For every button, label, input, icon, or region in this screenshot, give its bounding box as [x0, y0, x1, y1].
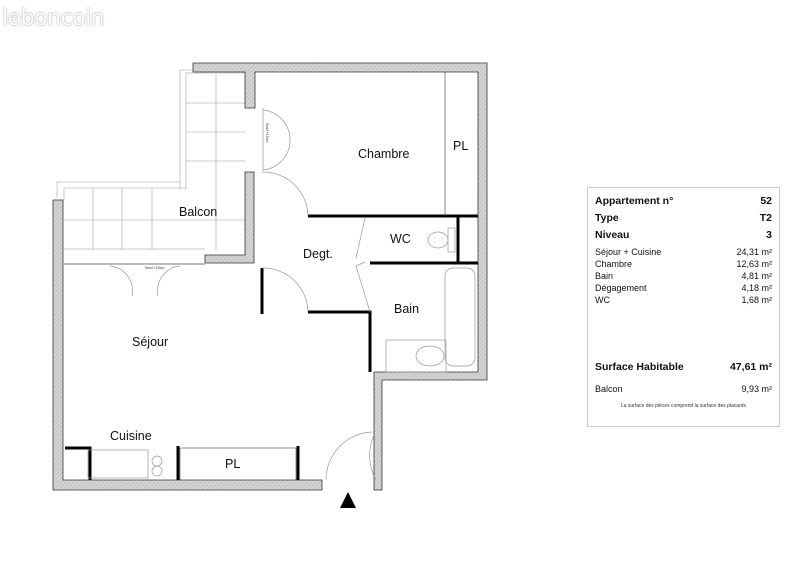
entrance-arrow-icon [340, 492, 356, 508]
bathtub [444, 267, 476, 367]
leboncoin-logo: leboncoin [2, 6, 105, 31]
room-label-pl: PL [453, 139, 468, 153]
exterior-walls [52, 62, 488, 491]
vanity [385, 339, 447, 373]
hob [151, 455, 163, 467]
room-label-pl-cuisine: PL [225, 457, 240, 471]
threshold-label: Seuil +15cm [145, 266, 164, 270]
sink [415, 345, 445, 367]
threshold-label: Seuil +15cm [265, 123, 269, 142]
doors [109, 72, 446, 481]
room-label-wc: WC [390, 232, 411, 246]
room-label-cuisine: Cuisine [110, 429, 152, 443]
apartment-row: Appartement n°52 [595, 194, 772, 207]
area-note: La surface des pièces comprend la surfac… [620, 403, 747, 409]
room-label-degt: Degt. [303, 247, 333, 261]
kitchen-sink [87, 449, 149, 479]
room-label-balcon: Balcon [179, 205, 217, 219]
room-label-bain: Bain [394, 302, 419, 316]
cupboard [179, 447, 297, 481]
room-label-chambre: Chambre [358, 147, 409, 161]
toilet [427, 231, 449, 249]
room-label-sejour: Séjour [132, 335, 168, 349]
fixtures [87, 227, 476, 481]
balcony [56, 69, 245, 265]
